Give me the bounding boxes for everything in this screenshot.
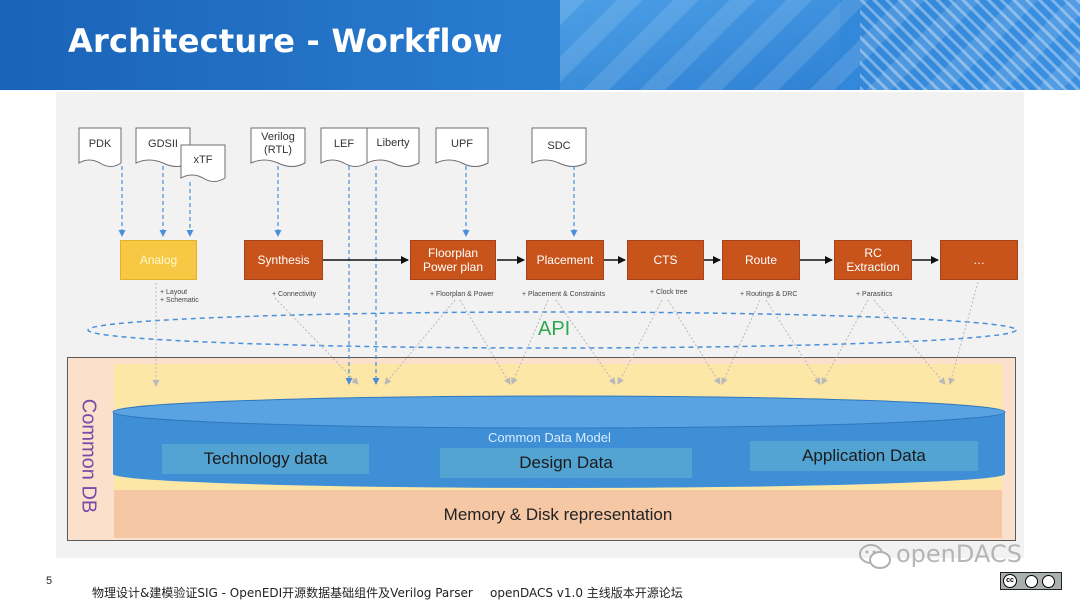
stage-placement-label: Placement	[536, 253, 594, 267]
technology-data-box: Technology data	[162, 444, 369, 474]
doc-shape-pdk	[78, 127, 122, 167]
input-verilog: Verilog (RTL)	[251, 131, 305, 163]
by-icon	[1025, 575, 1038, 588]
input-doc-shapes	[78, 127, 587, 182]
caption-placement: + Placement & Constraints	[522, 291, 606, 298]
caption-route: + Routings & DRC	[740, 291, 798, 298]
input-xtf-label: xTF	[193, 154, 213, 166]
stage-rc-extraction-label: RC Extraction	[846, 246, 900, 274]
input-liberty: Liberty	[367, 137, 419, 157]
input-sdc-label: SDC	[547, 140, 571, 152]
watermark-text: openDACS	[896, 540, 1022, 568]
doc-shape-lef	[320, 127, 368, 167]
stage-floorplan-label: Floorplan Power plan	[422, 246, 484, 274]
banner-decoration	[860, 0, 1080, 90]
design-data-box: Design Data	[440, 448, 692, 478]
header-banner	[0, 0, 1080, 90]
banner-decoration	[560, 0, 1080, 90]
wechat-icon	[859, 544, 891, 569]
application-data-box: Application Data	[750, 441, 978, 471]
input-sdc: SDC	[532, 140, 586, 160]
doc-shape-sdc	[531, 127, 587, 167]
doc-shape-liberty	[366, 127, 420, 167]
stage-analog-label: Analog	[139, 253, 178, 267]
input-upf-label: UPF	[451, 138, 473, 150]
stage-cts-label: CTS	[653, 253, 678, 267]
api-label: API	[538, 318, 571, 340]
memory-band	[114, 490, 1002, 538]
doc-shape-xtf	[180, 144, 226, 182]
api-connectors	[152, 281, 979, 387]
input-gdsii: GDSII	[136, 138, 190, 158]
common-data-model-label: Common Data Model	[488, 430, 611, 445]
input-pdk: PDK	[79, 138, 121, 158]
stage-analog: Analog	[120, 240, 197, 280]
nc-icon	[1042, 575, 1055, 588]
footer-forum-title: openDACS v1.0 主线版本开源论坛	[490, 586, 683, 600]
technology-data-label: Technology data	[203, 449, 328, 468]
input-lef: LEF	[321, 138, 367, 158]
input-lef-label: LEF	[333, 138, 355, 150]
stage-route: Route	[722, 240, 800, 280]
stage-more-label: …	[973, 253, 985, 267]
stage-route-label: Route	[744, 253, 778, 267]
doc-shape-verilog	[250, 127, 306, 167]
stage-floorplan: Floorplan Power plan	[410, 240, 496, 280]
api-ellipse	[87, 311, 1017, 349]
input-gdsii-label: GDSII	[148, 138, 178, 150]
stage-synthesis: Synthesis	[244, 240, 323, 280]
cc-license-badge: cc	[1000, 572, 1062, 590]
banner-decoration	[560, 0, 840, 90]
application-data-label: Application Data	[802, 446, 926, 465]
input-pdk-label: PDK	[88, 138, 112, 150]
design-data-label: Design Data	[519, 453, 613, 472]
stage-more: …	[940, 240, 1018, 280]
doc-shape-upf	[435, 127, 489, 167]
input-verilog-label: Verilog (RTL)	[261, 131, 295, 156]
cc-icon: cc	[1003, 574, 1017, 588]
stage-rc-extraction: RC Extraction	[834, 240, 912, 280]
input-arrows	[118, 166, 578, 385]
page-number: 5	[46, 575, 53, 587]
caption-synthesis: + Connectivity	[272, 291, 317, 298]
stage-placement: Placement	[526, 240, 604, 280]
input-upf: UPF	[436, 138, 488, 158]
caption-rc-extraction: + Parasitics	[856, 291, 893, 298]
caption-cts: + Clock tree	[650, 289, 688, 296]
slide-title: Architecture - Workflow	[68, 22, 503, 60]
footer-sig-title: 物理设计&建模验证SIG - OpenEDI开源数据基础组件及Verilog P…	[92, 586, 473, 600]
stage-synthesis-label: Synthesis	[257, 253, 310, 267]
input-xtf: xTF	[181, 154, 225, 174]
caption-floorplan: + Floorplan & Power	[430, 291, 494, 298]
input-liberty-label: Liberty	[376, 137, 410, 149]
caption-analog: + Layout + Schematic	[160, 289, 199, 304]
stage-cts: CTS	[627, 240, 704, 280]
memory-disk-label: Memory & Disk representation	[443, 505, 673, 524]
